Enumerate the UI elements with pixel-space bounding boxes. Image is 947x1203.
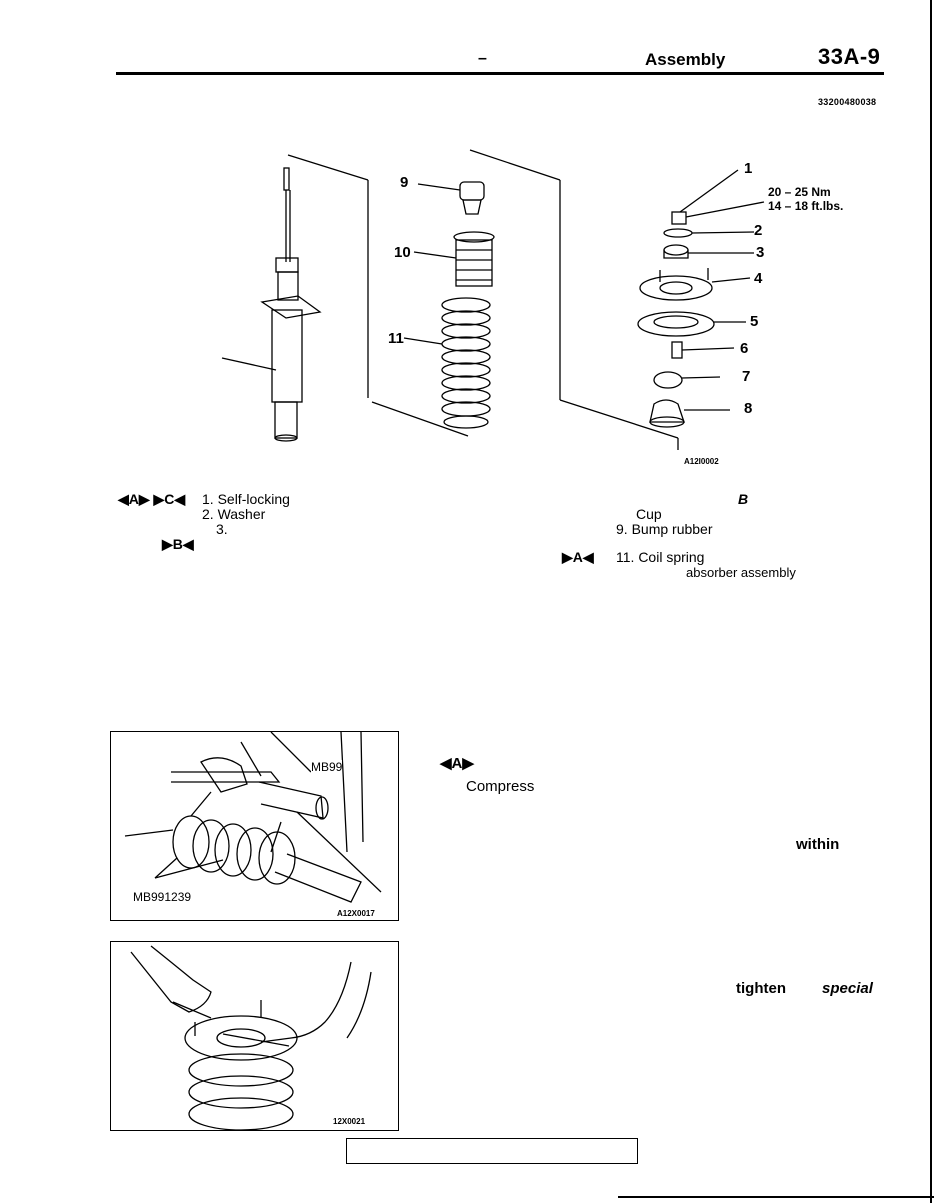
tool-label-mb991239: MB991239 [133, 890, 192, 904]
callout-6: 6 [740, 340, 749, 357]
spring-seat-drawing [637, 311, 746, 337]
bump-rubber-drawing [417, 181, 485, 215]
figure1-code: A12X0017 [337, 909, 375, 918]
header-rule [116, 72, 884, 75]
footer-box [346, 1138, 638, 1164]
procedure-special: special [822, 980, 873, 997]
procedure-compress: Compress [466, 778, 535, 795]
washer-drawing [663, 228, 755, 238]
callout-7: 7 [742, 368, 751, 385]
exploded-strut-diagram [221, 149, 765, 450]
grouping-lines [287, 149, 679, 450]
figure-tighten-nut: 12X0021 [110, 941, 399, 1131]
callout-5: 5 [750, 313, 759, 330]
header-dash: – [478, 50, 487, 67]
callout-11: 11 [388, 330, 404, 347]
legend-item-1: 1. Self-locking [202, 491, 290, 507]
figure2-code: 12X0021 [333, 1117, 366, 1126]
callout-9: 9 [400, 174, 409, 191]
procedure-tighten: tighten [736, 980, 786, 997]
dust-boot-drawing [413, 231, 495, 287]
self-locking-nut-drawing [671, 169, 765, 225]
callout-8: 8 [744, 400, 753, 417]
sleeve-drawing [671, 341, 735, 359]
legend-item-8: Cup [636, 506, 662, 522]
cup-drawing [649, 399, 730, 428]
document-code: 33200480038 [818, 97, 877, 107]
callout-2: 2 [754, 222, 763, 239]
procedure-within: within [796, 836, 840, 853]
page-number: 33A-9 [818, 44, 881, 69]
legend-item-3: 3. [216, 521, 228, 537]
coil-spring-drawing [403, 297, 491, 429]
tighten-nut-drawing [130, 945, 372, 1130]
figure-spring-compressor: MB99 MB991239 A12X0017 [110, 731, 399, 921]
legend-item-2: 2. Washer [202, 506, 266, 522]
spring-compressor-drawing [124, 732, 382, 903]
bottom-rule [618, 1196, 934, 1198]
torque-spec-nm: 20 – 25 Nm [768, 185, 831, 199]
legend-item-12: absorber assembly [686, 565, 796, 580]
legend-marker-b-left: ▶B◀ [162, 536, 194, 552]
torque-spec-ftlbs: 14 – 18 ft.lbs. [768, 199, 844, 213]
callout-4: 4 [754, 270, 763, 287]
procedure-marker-a: ◀A▶ [440, 755, 474, 772]
callout-3: 3 [756, 244, 765, 261]
legend-marker-a: ▶A◀ [562, 549, 594, 565]
legend-markers-ac: ◀A▶ ▶C◀ [118, 491, 186, 507]
tool-label-mb99: MB99 [311, 760, 343, 774]
upper-bushing-drawing [653, 371, 721, 389]
legend-item-9: 9. Bump rubber [616, 521, 713, 537]
section-title: Assembly [645, 50, 726, 69]
callout-10: 10 [394, 244, 411, 261]
diagram-figure-code: A12I0002 [684, 457, 719, 466]
shock-absorber-drawing [221, 167, 322, 442]
legend-item-11: 11. Coil spring [616, 549, 705, 565]
callout-1: 1 [744, 160, 753, 177]
right-margin-rule [930, 0, 932, 1203]
upper-mount-drawing [639, 268, 751, 301]
collar-drawing [663, 244, 754, 259]
legend-marker-b: B [738, 491, 749, 507]
